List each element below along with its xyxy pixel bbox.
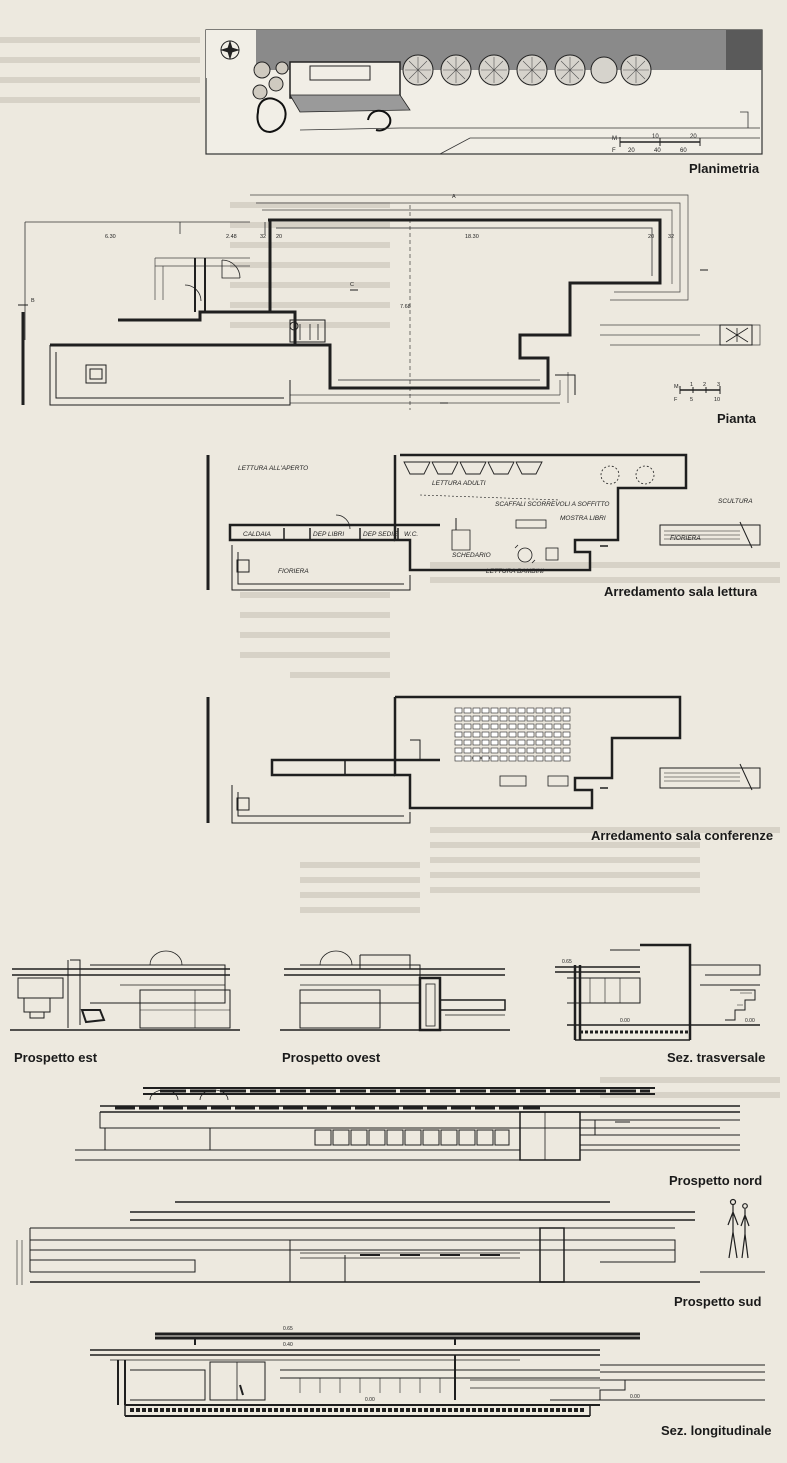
caption-planimetria: Planimetria (689, 161, 760, 176)
scale-m-value: 2 (703, 382, 706, 388)
dimension-label: 6.30 (105, 234, 116, 240)
level-label: 0.40 (283, 1342, 293, 1348)
caption-arredamento-conferenze: Arredamento sala conferenze (591, 828, 774, 843)
scale-m-value: 20 (690, 134, 697, 140)
scale-f-label: F (674, 397, 678, 403)
scale-m-label: M (612, 136, 617, 142)
dimension-label: 2.48 (226, 234, 237, 240)
arredamento-lettura-drawing (206, 453, 761, 591)
dimension-label: 32 (260, 234, 266, 240)
sez-longitudinale-drawing (90, 1332, 765, 1417)
human-figures-icon (727, 1198, 750, 1259)
prospetto-est-drawing (10, 950, 240, 1031)
section-marker-c: C (350, 282, 354, 288)
bleed-through-text (0, 37, 780, 1098)
prospetto-nord-drawing (75, 1087, 740, 1161)
scale-bar-pianta (679, 386, 721, 394)
level-label: 0.00 (745, 1018, 755, 1024)
pianta-drawing (18, 194, 761, 410)
scale-f-value: 60 (680, 148, 687, 154)
scale-f-label: F (612, 148, 616, 154)
scale-f-value: 5 (690, 397, 693, 403)
scale-f-value: 20 (628, 148, 635, 154)
planimetria-drawing: M F 10 20 20 40 60 (205, 29, 763, 155)
caption-prospetto-est: Prospetto est (14, 1050, 98, 1065)
level-label: 0.65 (283, 1326, 293, 1332)
room-label: DEP SEDIE (363, 531, 398, 538)
prospetto-ovest-drawing (280, 950, 510, 1032)
north-arrow-icon (220, 40, 240, 60)
room-label: SCULTURA (718, 498, 753, 505)
dimension-label: 18.30 (465, 234, 479, 240)
room-label: DEP LIBRI (313, 531, 344, 538)
scale-bar-planimetria: M F 10 20 20 40 60 (612, 134, 701, 154)
room-label: W.C. (404, 531, 418, 538)
room-label: MOSTRA LIBRI (560, 515, 606, 522)
level-label: 0.00 (630, 1394, 640, 1400)
scale-m-value: 1 (690, 382, 693, 388)
room-label: LETTURA BAMBINI (486, 568, 544, 575)
scale-m-value: 10 (652, 134, 659, 140)
prospetto-sud-drawing (16, 1201, 765, 1285)
room-label: FIORIERA (670, 535, 701, 542)
caption-prospetto-sud: Prospetto sud (674, 1294, 762, 1309)
scale-f-value: 10 (714, 397, 720, 403)
caption-arredamento-lettura: Arredamento sala lettura (604, 584, 758, 599)
room-label: LETTURA ADULTI (432, 480, 486, 487)
dimension-label: 20 (648, 234, 654, 240)
auditorium-seating (454, 707, 571, 762)
caption-prospetto-ovest: Prospetto ovest (282, 1050, 381, 1065)
room-label: SCAFFALI SCORREVOLI A SOFFITTO (495, 501, 610, 508)
sez-trasversale-drawing (555, 943, 761, 1041)
scale-f-value: 40 (654, 148, 661, 154)
caption-sez-longitudinale: Sez. longitudinale (661, 1423, 772, 1438)
room-label: SCHEDARIO (452, 552, 491, 559)
section-marker-a: A (452, 194, 456, 200)
caption-sez-trasversale: Sez. trasversale (667, 1050, 766, 1065)
scale-m-value: 3 (717, 382, 720, 388)
caption-pianta: Pianta (717, 411, 757, 426)
level-label: 0.65 (562, 959, 572, 965)
caption-prospetto-nord: Prospetto nord (669, 1173, 763, 1188)
dimension-label: 20 (276, 234, 282, 240)
dimension-label: 7.68 (400, 304, 411, 310)
scale-m-label: M (674, 384, 679, 390)
room-label: FIORIERA (278, 568, 309, 575)
level-label: 0.00 (620, 1018, 630, 1024)
section-marker-b: B (31, 298, 35, 304)
room-label: CALDAIA (243, 531, 271, 538)
level-label: 0.00 (365, 1397, 375, 1403)
dimension-label: 32 (668, 234, 674, 240)
room-label: LETTURA ALL'APERTO (238, 465, 308, 472)
